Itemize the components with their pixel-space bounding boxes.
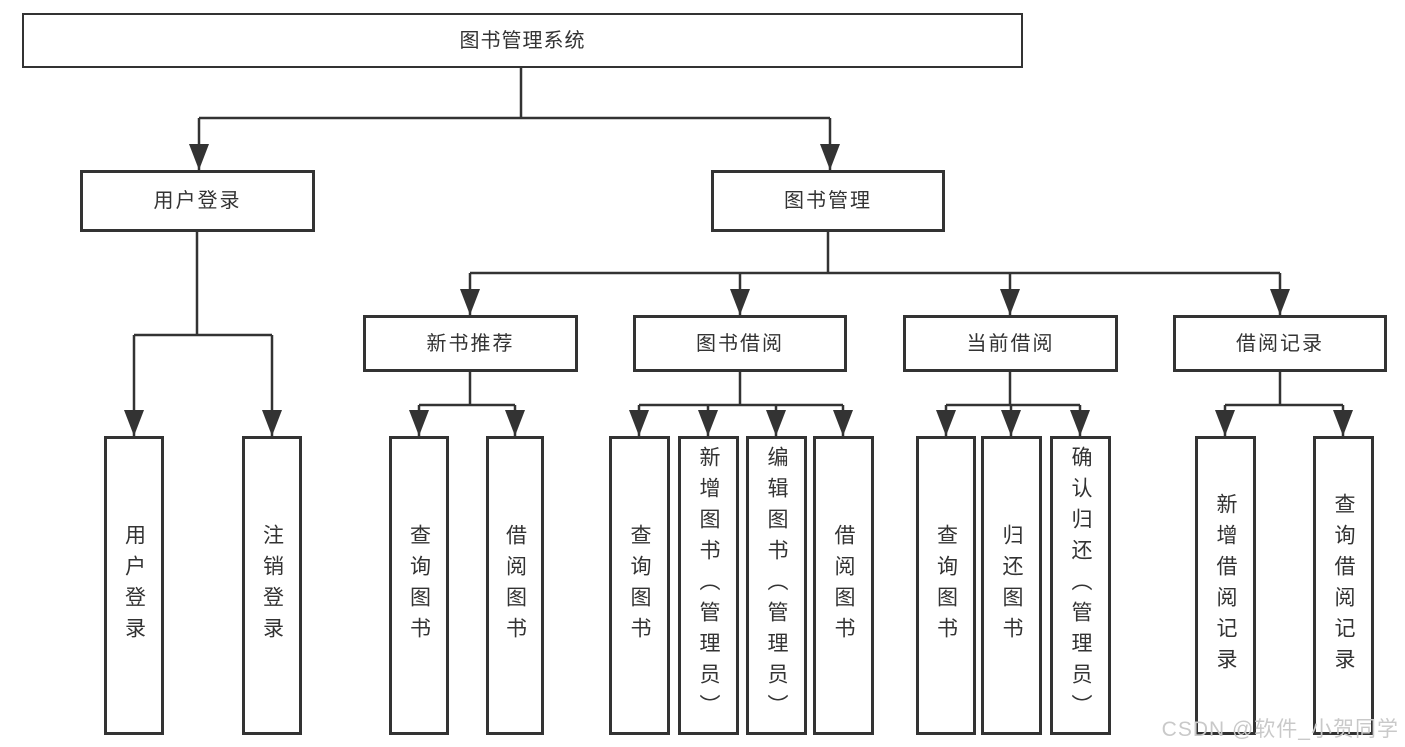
node-current-borrowing: 当前借阅 bbox=[903, 315, 1118, 372]
node-leaf-query-borrow-record: 查询借阅记录 bbox=[1313, 436, 1374, 735]
node-book-borrowing: 图书借阅 bbox=[633, 315, 847, 372]
node-leaf-query-books-recommend: 查询图书 bbox=[389, 436, 449, 735]
node-user-login: 用户登录 bbox=[80, 170, 315, 232]
node-leaf-logout: 注销登录 bbox=[242, 436, 302, 735]
node-new-book-recommendation: 新书推荐 bbox=[363, 315, 578, 372]
node-leaf-add-book-admin: 新增图书（管理员） bbox=[678, 436, 739, 735]
node-book-management: 图书管理 bbox=[711, 170, 945, 232]
node-borrowing-records: 借阅记录 bbox=[1173, 315, 1387, 372]
csdn-watermark: CSDN @软件_小贺同学 bbox=[1161, 718, 1399, 741]
node-leaf-query-books-borrowing: 查询图书 bbox=[609, 436, 670, 735]
node-leaf-return-book: 归还图书 bbox=[981, 436, 1042, 735]
node-leaf-query-books-current: 查询图书 bbox=[916, 436, 976, 735]
node-leaf-user-login: 用户登录 bbox=[104, 436, 164, 735]
node-leaf-confirm-return-admin: 确认归还（管理员） bbox=[1050, 436, 1111, 735]
node-leaf-edit-book-admin: 编辑图书（管理员） bbox=[746, 436, 807, 735]
node-library-management-system: 图书管理系统 bbox=[22, 13, 1023, 68]
node-leaf-borrow-books-borrowing: 借阅图书 bbox=[813, 436, 874, 735]
node-leaf-add-borrow-record: 新增借阅记录 bbox=[1195, 436, 1256, 735]
node-leaf-borrow-books-recommend: 借阅图书 bbox=[486, 436, 544, 735]
